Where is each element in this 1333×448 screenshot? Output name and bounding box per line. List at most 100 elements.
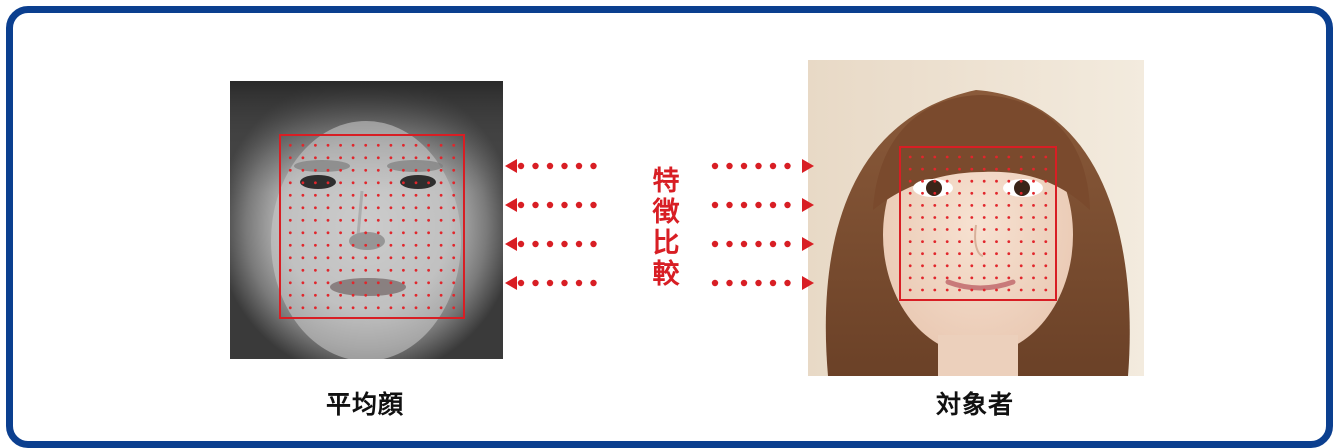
grid-dot: [364, 268, 368, 272]
grid-dot: [288, 193, 292, 197]
grid-dot: [933, 155, 937, 159]
grid-dot: [908, 191, 912, 195]
grid-dot: [301, 306, 305, 310]
grid-dot: [958, 288, 961, 292]
grid-dot: [1019, 191, 1023, 195]
grid-dot: [402, 268, 405, 272]
grid-dot: [427, 268, 430, 272]
grid-dot: [301, 281, 305, 285]
grid-dot: [288, 168, 292, 172]
grid-dot: [995, 276, 998, 280]
grid-dot: [1019, 240, 1023, 244]
grid-dot: [1044, 228, 1048, 231]
arrow-dot: [784, 201, 791, 209]
grid-dot: [339, 293, 342, 297]
grid-dot: [958, 252, 961, 256]
arrow-dot: [711, 240, 719, 248]
grid-dot: [933, 191, 937, 195]
grid-dot: [288, 281, 292, 285]
grid-dot: [1044, 179, 1048, 183]
grid-dot: [995, 155, 998, 159]
grid-dot: [314, 193, 317, 197]
grid-dot: [1044, 191, 1048, 195]
right-caption: 対象者: [935, 390, 1014, 419]
grid-dot: [958, 204, 961, 207]
grid-dot: [402, 193, 405, 197]
grid-dot: [414, 268, 418, 272]
grid-dot: [364, 281, 368, 285]
grid-dot: [995, 179, 998, 183]
grid-dot: [452, 243, 456, 247]
arrow-dot: [755, 201, 762, 209]
grid-dot: [908, 155, 912, 159]
arrow-dot: [517, 279, 525, 287]
grid-dot: [982, 276, 986, 280]
grid-dot: [1007, 252, 1011, 256]
arrow-dot: [740, 279, 748, 287]
arrow-dot: [711, 201, 719, 209]
grid-dot: [314, 281, 317, 285]
arrow-dot: [726, 240, 733, 248]
grid-dot: [970, 216, 974, 219]
grid-dot: [326, 168, 330, 172]
grid-dot: [414, 281, 418, 285]
grid-dot: [1032, 167, 1035, 171]
label-char-1: 特: [652, 166, 680, 197]
grid-dot: [921, 204, 924, 207]
grid-dot: [376, 306, 380, 310]
grid-dot: [1019, 167, 1023, 171]
subject-photo: [808, 60, 1144, 376]
arrow-dot: [575, 162, 583, 170]
arrow-left-head: [505, 159, 517, 173]
grid-dot: [389, 231, 393, 235]
grid-dot: [351, 281, 355, 285]
grid-dot: [339, 268, 342, 272]
grid-dot: [1007, 288, 1011, 292]
grid-dot: [1044, 264, 1048, 268]
grid-dot: [402, 218, 405, 222]
grid-dot: [339, 243, 342, 247]
label-char-4: 較: [652, 259, 680, 290]
grid-dot: [326, 193, 330, 197]
grid-dot: [339, 156, 342, 160]
grid-dot: [933, 179, 937, 183]
arrow-left-head: [505, 237, 517, 251]
grid-dot: [439, 268, 443, 272]
grid-dot: [995, 288, 998, 292]
arrow-dot: [590, 240, 597, 248]
grid-dot: [995, 264, 998, 268]
grid-dot: [921, 288, 924, 292]
grid-dot: [982, 179, 986, 183]
arrow-dot: [575, 201, 583, 209]
grid-dot: [933, 228, 937, 231]
grid-dot: [908, 240, 912, 244]
grid-dot: [995, 216, 998, 219]
grid-dot: [326, 268, 330, 272]
grid-dot: [933, 276, 937, 280]
grid-dot: [933, 252, 937, 256]
grid-dot: [301, 193, 305, 197]
grid-dot: [376, 156, 380, 160]
grid-dot: [439, 156, 443, 160]
grid-dot: [1044, 240, 1048, 244]
grid-dot: [364, 306, 368, 310]
grid-dot: [921, 252, 924, 256]
grid-dot: [389, 243, 393, 247]
grid-dot: [351, 168, 355, 172]
grid-dot: [326, 231, 330, 235]
grid-dot: [933, 288, 937, 292]
arrow-dot: [769, 162, 777, 170]
grid-dot: [958, 155, 961, 159]
grid-dot: [364, 231, 368, 235]
grid-dot: [1019, 155, 1023, 159]
grid-dot: [414, 243, 418, 247]
grid-dot: [970, 167, 974, 171]
grid-dot: [945, 216, 949, 219]
arrow-left-head: [505, 198, 517, 212]
grid-dot: [945, 240, 949, 244]
arrow-dot: [755, 162, 762, 170]
grid-dot: [1007, 204, 1011, 207]
grid-dot: [402, 293, 405, 297]
arrow-dot: [726, 279, 733, 287]
label-char-2: 徴: [652, 197, 680, 228]
